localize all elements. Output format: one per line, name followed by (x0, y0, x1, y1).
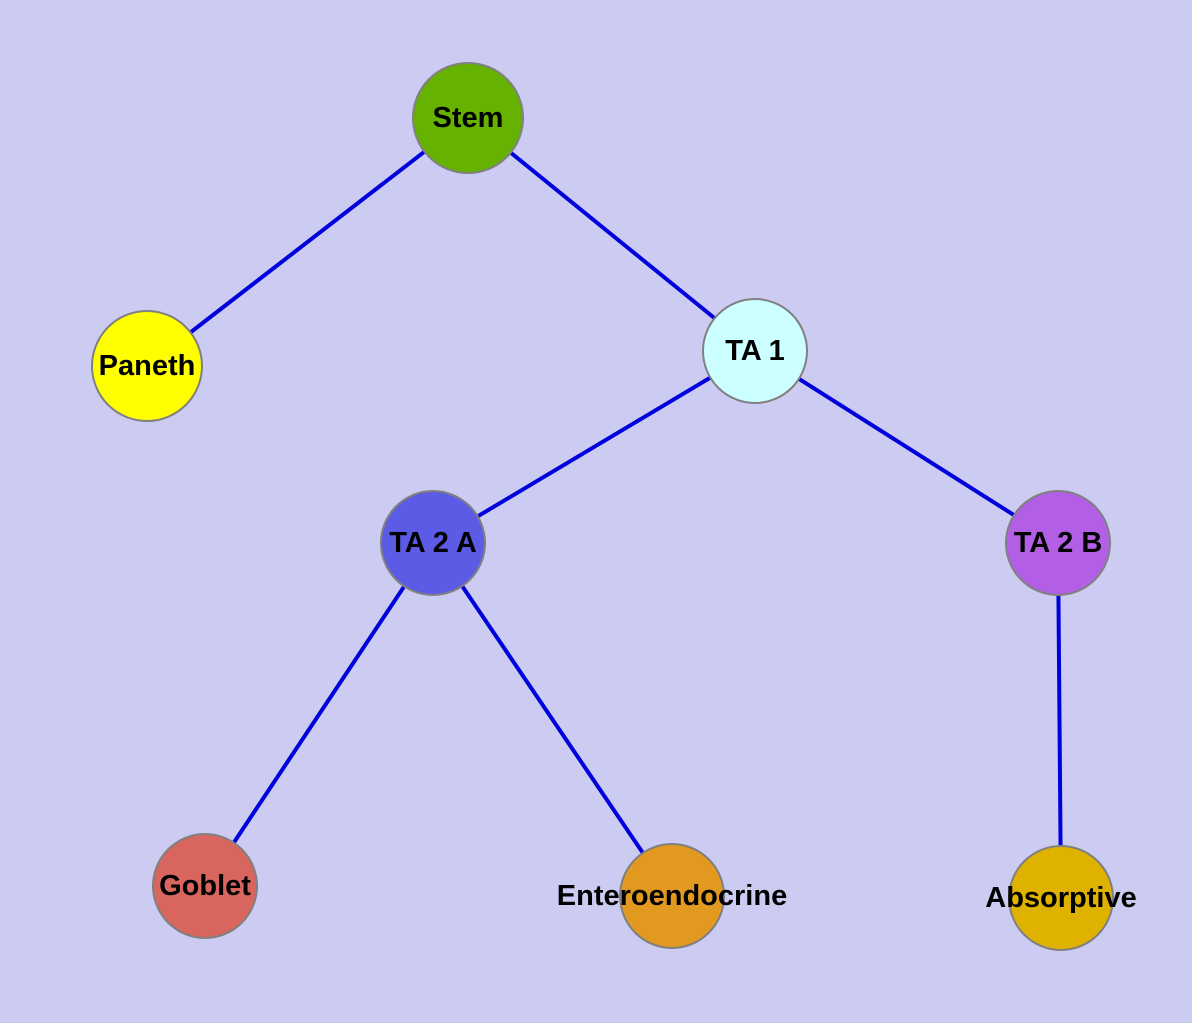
edge-ta-1-to-ta-2-a (431, 349, 757, 545)
node-ta-1[interactable]: TA 1 (702, 298, 808, 404)
node-goblet[interactable]: Goblet (152, 833, 258, 939)
edge-ta-2-a-to-goblet (203, 541, 435, 888)
node-ta-2-a[interactable]: TA 2 A (380, 490, 486, 596)
node-circle-enteroendocrine[interactable] (619, 843, 725, 949)
node-ta-2-b[interactable]: TA 2 B (1005, 490, 1111, 596)
edge-ta-1-to-ta-2-b (753, 349, 1060, 545)
node-circle-ta-2-b[interactable] (1005, 490, 1111, 596)
node-circle-ta-2-a[interactable] (380, 490, 486, 596)
edge-ta-2-a-to-enteroendocrine (431, 541, 674, 898)
node-circle-absorptive[interactable] (1008, 845, 1114, 951)
node-circle-ta-1[interactable] (702, 298, 808, 404)
edge-stem-to-ta-1 (466, 116, 757, 353)
edge-layer (145, 116, 1063, 899)
node-circle-paneth[interactable] (91, 310, 203, 422)
edge-stem-to-paneth (145, 116, 470, 368)
node-circle-stem[interactable] (412, 62, 524, 174)
node-paneth[interactable]: Paneth (91, 310, 203, 422)
node-stem[interactable]: Stem (412, 62, 524, 174)
edge-ta-2-b-to-absorptive (1056, 542, 1063, 899)
node-circle-goblet[interactable] (152, 833, 258, 939)
